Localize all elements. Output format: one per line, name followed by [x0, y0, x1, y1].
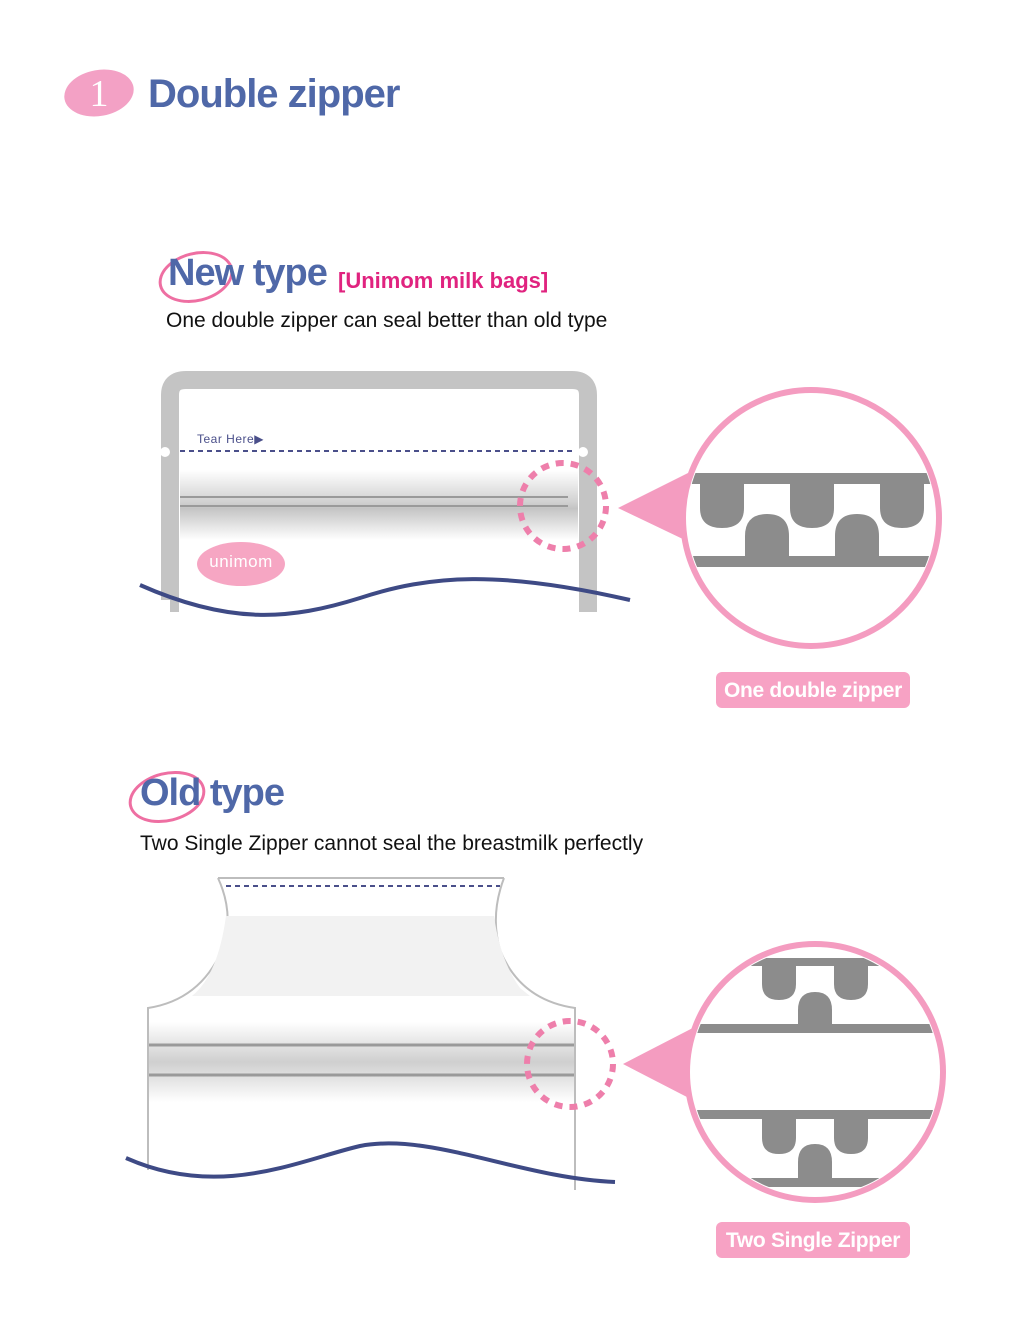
old-type-title: Old type [140, 772, 285, 814]
old-magnifier-circle [684, 941, 946, 1203]
unimom-logo [197, 542, 285, 586]
old-bag-wave-bottom [125, 1141, 616, 1184]
new-zoom-marker [517, 460, 609, 552]
one-double-zipper-label: One double zipper [716, 672, 910, 708]
old-zipper-band [149, 1022, 574, 1102]
two-single-zipper-label: Two Single Zipper [716, 1222, 910, 1258]
tear-arrow-icon: ▶ [254, 432, 264, 446]
section-number: 1 [89, 73, 109, 115]
old-type-description: Two Single Zipper cannot seal the breast… [140, 832, 644, 855]
tear-here-text: Tear Here [197, 432, 255, 446]
brand-label: unimom [209, 552, 273, 571]
bag-frame [161, 371, 597, 612]
new-type-subtitle: [Unimom milk bags] [338, 268, 549, 293]
bag-wave-bottom [139, 577, 631, 617]
page-title: Double zipper [148, 72, 400, 116]
double-zipper-profile [687, 473, 935, 567]
new-type-title: New type [168, 252, 328, 294]
single-zipper-profile [691, 958, 939, 1187]
old-zoom-marker [524, 1018, 616, 1110]
tear-here-label: Tear Here▶ [197, 432, 264, 446]
new-type-description: One double zipper can seal better than o… [166, 309, 608, 332]
